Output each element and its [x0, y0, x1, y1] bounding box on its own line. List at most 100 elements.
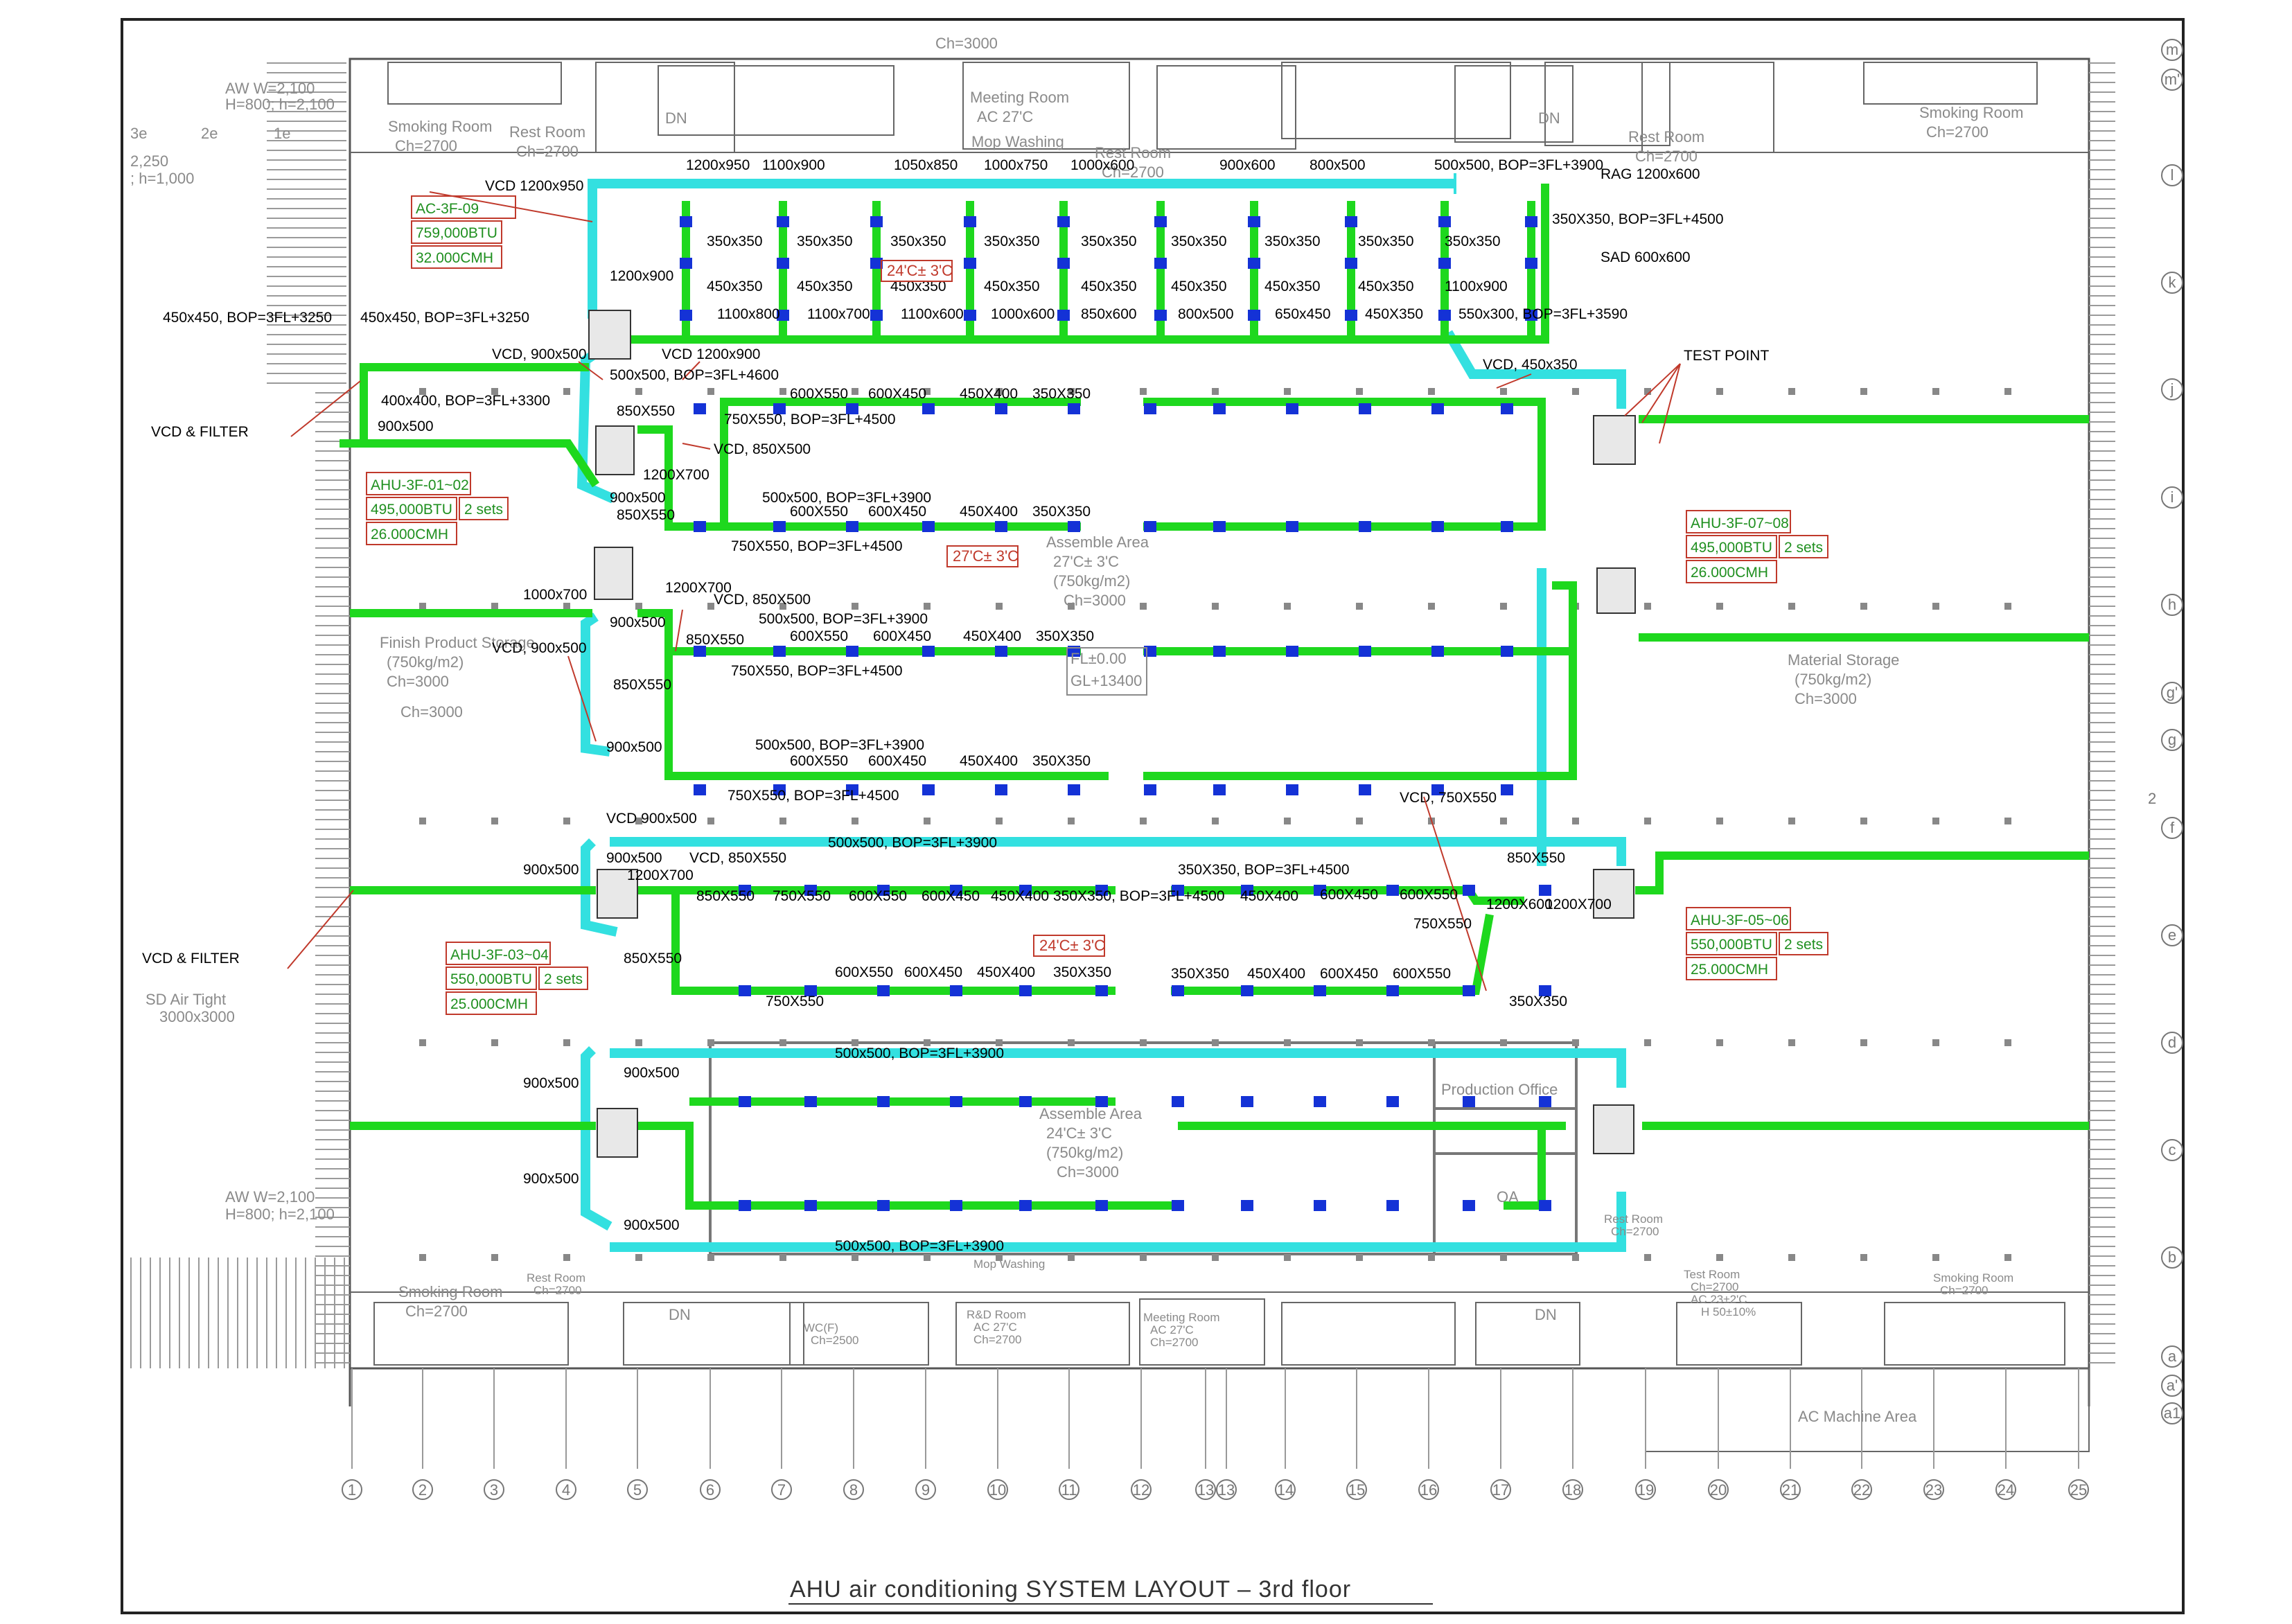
- arch-note: 1e: [274, 125, 290, 142]
- column-dot: [1860, 1039, 1867, 1046]
- diffuser: [1463, 1200, 1475, 1211]
- column-dot: [996, 1039, 1003, 1046]
- diffuser: [694, 646, 706, 657]
- diffuser: [1095, 985, 1108, 996]
- diffuser: [1314, 985, 1326, 996]
- column-dot: [491, 388, 498, 395]
- column-dot: [1500, 388, 1507, 395]
- column-dot: [1284, 1254, 1291, 1261]
- column-dot: [1860, 818, 1867, 824]
- column-dot: [419, 1039, 426, 1046]
- duct-size-label: 350X350: [1032, 386, 1091, 402]
- column-dot: [1644, 1039, 1651, 1046]
- arch-note: DN: [669, 1306, 691, 1323]
- duct-size-label: 500x500, BOP=3FL+3900: [1434, 157, 1603, 173]
- column-dot: [1500, 818, 1507, 824]
- column-dot: [996, 818, 1003, 824]
- grid-label-col: 15: [1348, 1481, 1365, 1499]
- diffuser: [1057, 310, 1070, 321]
- duct-size-label: 350X350, BOP=3FL+4500: [1053, 888, 1225, 904]
- grid-bubble-col: [843, 1479, 864, 1500]
- arch-note: ; h=1,000: [130, 170, 194, 187]
- column-dot: [635, 818, 642, 824]
- duct-size-label: 600X550: [790, 628, 848, 644]
- column-dot: [1860, 1254, 1867, 1261]
- duct-size-label: 450x350: [1264, 279, 1321, 294]
- duct-size-label: 900x500: [610, 615, 666, 630]
- diffuser: [1345, 216, 1357, 227]
- grid-bubble-col: [342, 1479, 362, 1500]
- diffuser: [777, 258, 789, 269]
- arch-note: 3000x3000: [159, 1008, 235, 1025]
- column-dot: [1716, 1039, 1723, 1046]
- diffuser: [1095, 885, 1108, 896]
- duct-size-label: 750X550, BOP=3FL+4500: [728, 788, 899, 804]
- arch-note: GL+13400: [1070, 672, 1142, 689]
- column-dot: [1860, 388, 1867, 395]
- duct-size-label: 1200X700: [643, 467, 709, 483]
- diffuser: [1359, 521, 1371, 532]
- diffuser: [1501, 521, 1513, 532]
- column-dot: [1716, 603, 1723, 610]
- assemble-area-frame: [709, 1041, 1578, 1255]
- grid-label-col: 5: [633, 1481, 642, 1499]
- diffuser: [846, 521, 858, 532]
- duct-size-label: 350X350: [1509, 994, 1567, 1009]
- unit-airflow: 32.000CMH: [416, 250, 493, 266]
- diffuser: [1286, 784, 1298, 795]
- room-ceiling-2: Ch=2700: [973, 1333, 1021, 1346]
- diffuser: [1068, 403, 1080, 414]
- diffuser: [1172, 1200, 1184, 1211]
- column-dot: [852, 818, 858, 824]
- duct-size-label: 600X550: [790, 504, 848, 520]
- grid-label-col: 19: [1637, 1481, 1654, 1499]
- column-dot: [1572, 388, 1579, 395]
- column-dot: [707, 603, 714, 610]
- room-ceiling: Ch=2700: [405, 1303, 468, 1320]
- grid-label-col: 3: [490, 1481, 498, 1499]
- diffuser: [773, 403, 786, 414]
- column-dot: [779, 603, 786, 610]
- duct-size-label: 450X400: [1240, 888, 1298, 904]
- column-dot: [707, 1039, 714, 1046]
- column-dot: [924, 818, 931, 824]
- column-dot: [1572, 1039, 1579, 1046]
- diffuser: [1431, 521, 1444, 532]
- duct-size-label: 1100x800: [717, 306, 780, 322]
- diffuser: [680, 216, 692, 227]
- diffuser: [950, 885, 962, 896]
- column-dot: [1428, 388, 1435, 395]
- column-dot: [779, 818, 786, 824]
- diffuser: [922, 784, 935, 795]
- diffuser: [1539, 1096, 1551, 1107]
- duct-size-label: 1050x850: [894, 157, 958, 173]
- grid-label-col: 8: [849, 1481, 858, 1499]
- diffuser: [1172, 885, 1184, 896]
- duct-size-label: 1000x600: [1070, 157, 1134, 173]
- duct-size-label: 350x350: [1445, 233, 1501, 249]
- column-dot: [563, 1039, 570, 1046]
- supply-duct-bottom: [350, 1097, 2089, 1210]
- column-dot: [1788, 818, 1795, 824]
- diffuser: [680, 258, 692, 269]
- unit-sets-box: [459, 497, 509, 520]
- ahu-0102-b: [594, 547, 633, 600]
- diffuser: [1068, 521, 1080, 532]
- duct-size-label: 750X550, BOP=3FL+4500: [724, 412, 896, 427]
- leader-line: [578, 361, 603, 380]
- grid-label-col: 16: [1420, 1481, 1437, 1499]
- duct-size-label: 450x350: [797, 279, 853, 294]
- duct-size-label: 350x350: [890, 233, 946, 249]
- column-dot: [1500, 1039, 1507, 1046]
- column-dot: [779, 388, 786, 395]
- right-wall-hatch: [2089, 59, 2115, 1368]
- unit-id: AC-3F-09: [416, 201, 479, 217]
- unit-id-box: [446, 942, 551, 965]
- column-dot: [1500, 1254, 1507, 1261]
- room-name: Material Storage: [1788, 651, 1899, 669]
- grid-bubble-row: [2161, 594, 2183, 616]
- unit-cmh-box: [366, 522, 457, 545]
- column-dot: [1212, 1254, 1219, 1261]
- diffuser: [846, 403, 858, 414]
